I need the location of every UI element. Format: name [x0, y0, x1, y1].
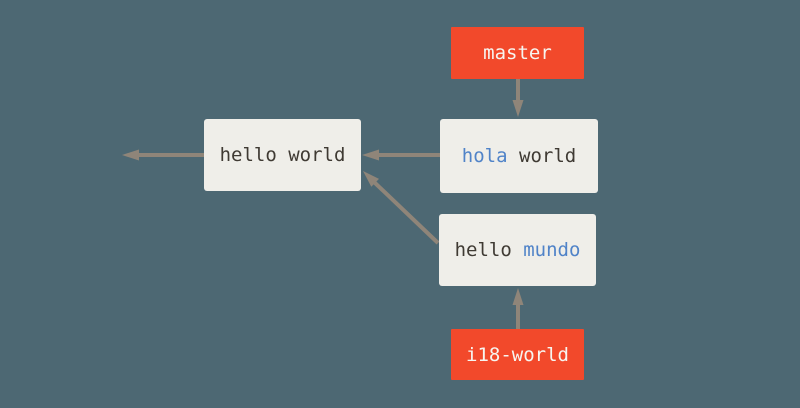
commit-hola-world-rest-text: world [507, 145, 577, 167]
branch-label-master-text: master [483, 42, 552, 64]
commit-hello-mundo-rest-text: hello [454, 239, 524, 261]
branch-label-i18-world-text: i18-world [466, 343, 569, 366]
commit-hello-mundo-accent-text: mundo [523, 239, 581, 261]
arrow-hello-mundo-to-hello-world-icon [363, 171, 440, 245]
commit-hello-world-text: hello world [219, 144, 346, 166]
branch-label-master: master [451, 27, 584, 79]
arrow-i18-world-to-hello-mundo-icon [512, 288, 524, 329]
arrow-master-to-hola-world-icon [512, 79, 524, 117]
commit-hello-world: hello world [204, 119, 361, 191]
commit-hello-mundo: hello mundo [439, 214, 596, 286]
arrow-hola-world-to-hello-world-icon [362, 149, 440, 161]
arrow-to-earlier-history-icon [122, 149, 204, 161]
commit-hola-world-accent-text: hola [461, 145, 508, 167]
commit-hola-world: hola world [440, 119, 598, 193]
branch-label-i18-world: i18-world [451, 329, 584, 380]
